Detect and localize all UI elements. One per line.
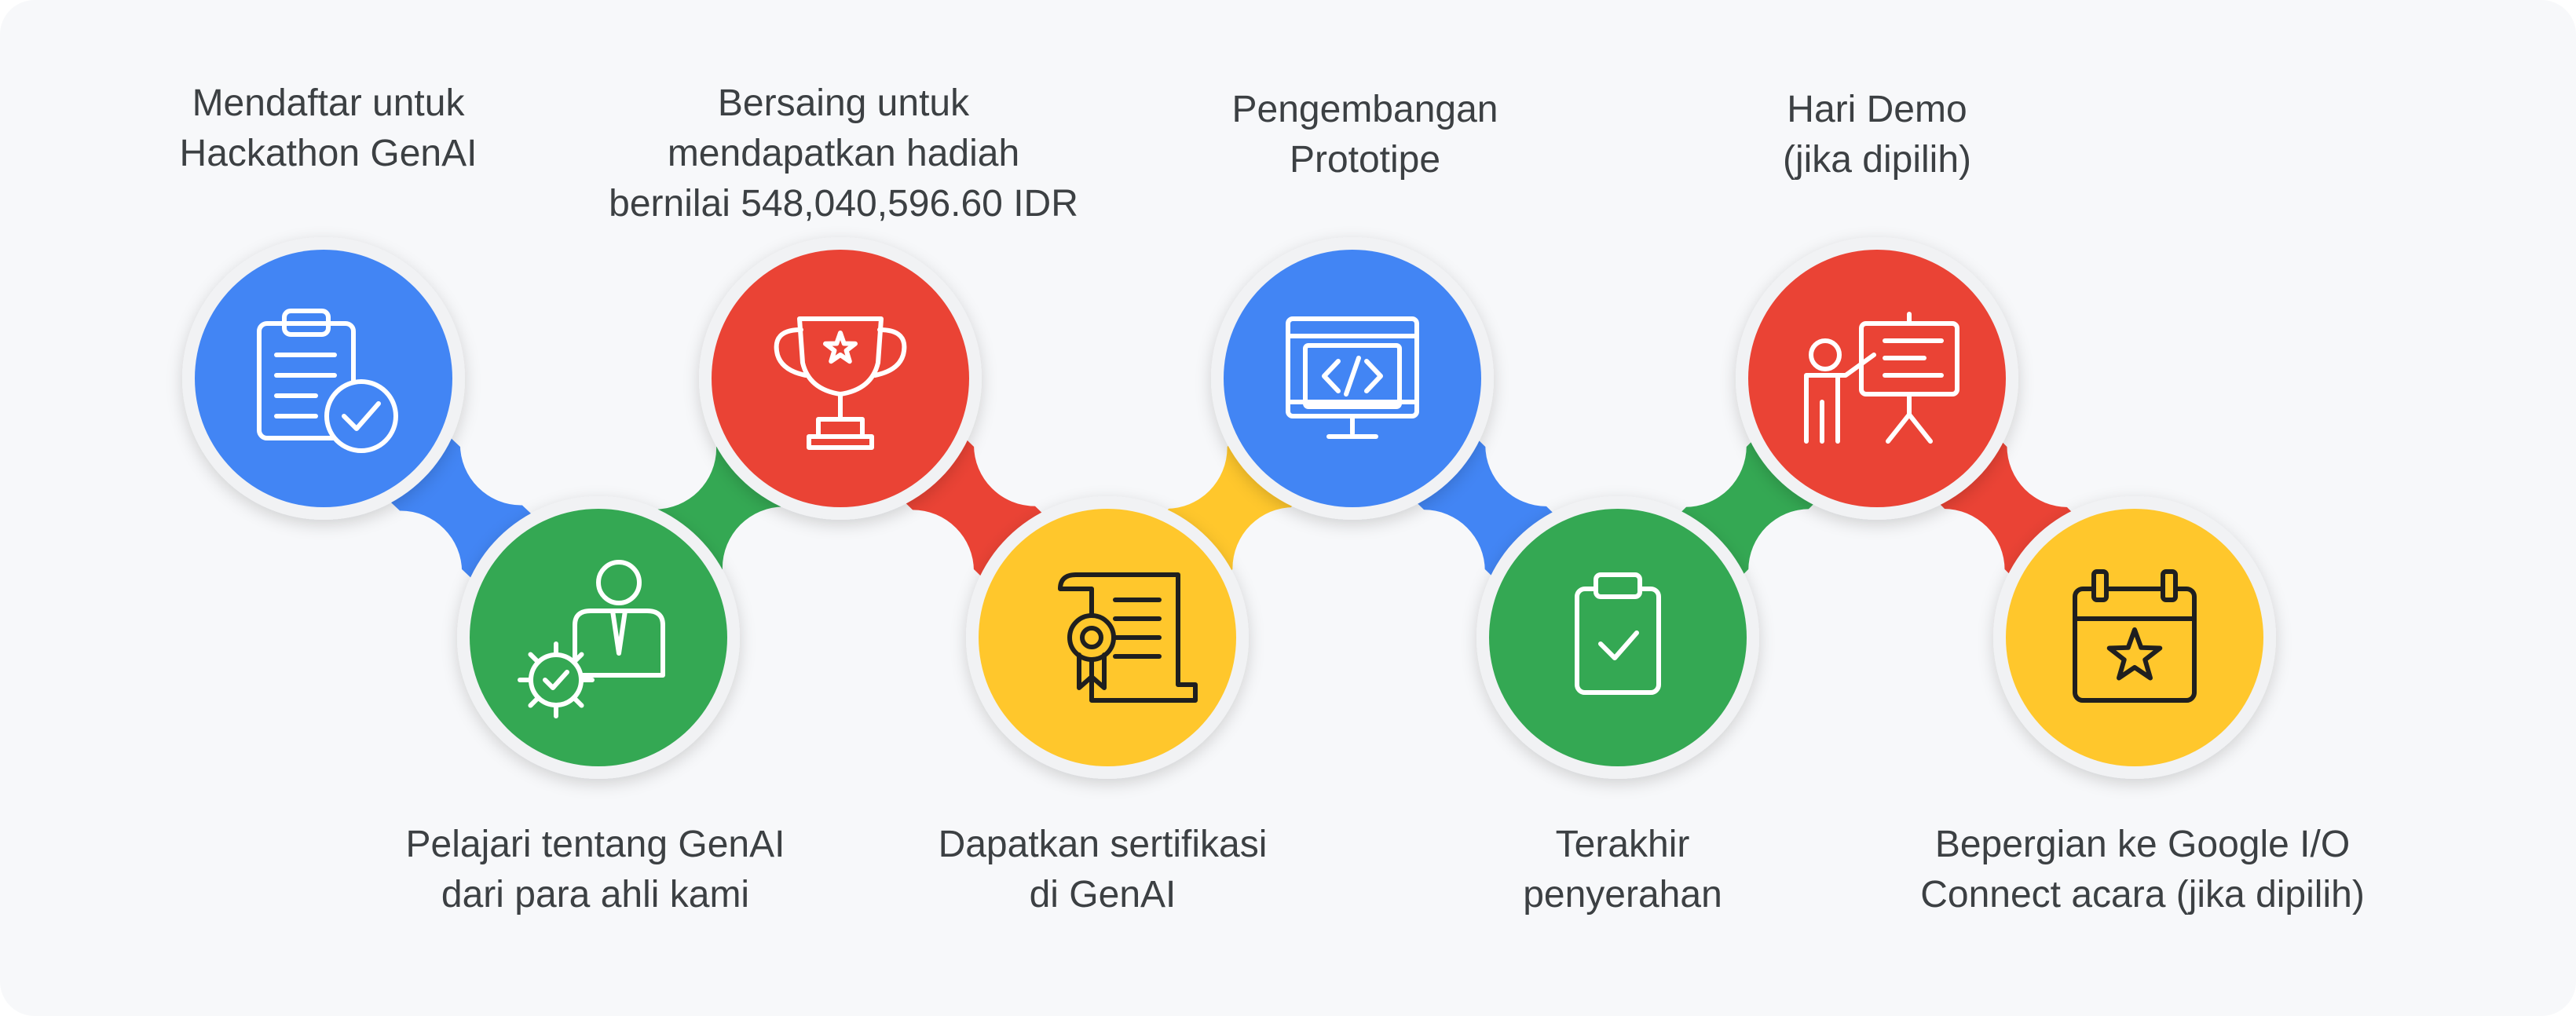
step-1-label: Mendaftar untuk Hackathon GenAI xyxy=(30,79,627,179)
step-5-node xyxy=(1211,237,1494,520)
step-2-label: Pelajari tentang GenAI dari para ahli ka… xyxy=(297,820,894,920)
connector-7-notch-a xyxy=(1882,508,2005,631)
step-3-label-line-3: bernilai 548,040,596.60 IDR xyxy=(609,183,1078,225)
connector-6-notch-b xyxy=(1623,384,1747,507)
certificate-icon xyxy=(1058,572,1198,703)
step-8-node xyxy=(1993,496,2276,779)
connector-3-notch-a xyxy=(851,510,974,633)
step-8-label-line-1: Bepergian ke Google I/O xyxy=(1934,824,2351,865)
connector-1-notch-b xyxy=(459,382,583,506)
connector-7-notch-b xyxy=(2007,385,2130,508)
connector-5-notch-b xyxy=(1485,383,1608,506)
step-4-node xyxy=(966,496,1249,779)
step-8-label-line-2: Connect acara (jika dipilih) xyxy=(1920,874,2365,915)
step-6-node xyxy=(1476,496,1759,779)
step-7-label: Hari Demo (jika dipilih) xyxy=(1579,85,2175,185)
step-3-node xyxy=(699,237,982,520)
step-5-label-line-1: Pengembangan xyxy=(1231,89,1498,130)
step-8-circle xyxy=(2006,509,2263,766)
calendar-star-icon xyxy=(2073,569,2197,703)
step-4-label-line-1: Dapatkan sertifikasi xyxy=(938,824,1268,865)
step-3-circle xyxy=(712,250,969,507)
step-6-label: Terakhir penyerahan xyxy=(1324,820,1921,920)
connector-2-notch-a xyxy=(722,506,845,630)
connector-5-notch-a xyxy=(1362,510,1485,633)
connector-3-notch-b xyxy=(974,383,1097,506)
step-3-label-line-1: Bersaing untuk xyxy=(717,82,970,124)
submission-clipboard-icon xyxy=(1575,572,1661,695)
presenter-icon xyxy=(1804,312,1959,444)
step-2-label-line-1: Pelajari tentang GenAI xyxy=(405,824,785,865)
step-5-label-line-2: Prototipe xyxy=(1289,139,1441,181)
step-1-label-line-1: Mendaftar untuk xyxy=(192,82,465,124)
expert-gear-icon xyxy=(518,560,665,718)
step-4-label: Dapatkan sertifikasi di GenAI xyxy=(804,820,1401,920)
clipboard-check-icon xyxy=(257,309,398,453)
trophy-icon xyxy=(774,316,907,450)
step-7-label-line-2: (jika dipilih) xyxy=(1782,139,1972,181)
connector-1-notch-a xyxy=(339,510,463,634)
step-4-label-line-2: di GenAI xyxy=(1029,874,1176,915)
step-7-node xyxy=(1736,237,2018,520)
step-2-label-line-2: dari para ahli kami xyxy=(441,874,750,915)
connector-2-notch-b xyxy=(594,386,717,510)
step-3-label: Bersaing untuk mendapatkan hadiah bernil… xyxy=(545,79,1142,229)
step-8-label: Bepergian ke Google I/O Connect acara (j… xyxy=(1844,820,2441,920)
step-2-circle xyxy=(470,509,727,766)
connector-4-notch-b xyxy=(1104,386,1228,510)
step-5-label: Pengembangan Prototipe xyxy=(1067,85,1663,185)
step-nodes xyxy=(182,237,2276,779)
connector-6-notch-a xyxy=(1748,509,1872,632)
step-7-label-line-1: Hari Demo xyxy=(1787,89,1967,130)
step-6-circle xyxy=(1489,509,1747,766)
step-6-label-line-2: penyerahan xyxy=(1523,874,1722,915)
step-3-label-line-2: mendapatkan hadiah xyxy=(667,133,1020,174)
step-1-node xyxy=(182,237,465,520)
step-1-label-line-2: Hackathon GenAI xyxy=(179,133,478,174)
code-monitor-icon xyxy=(1286,316,1419,439)
connector-4-notch-a xyxy=(1232,506,1356,630)
step-7-circle xyxy=(1748,250,2006,507)
step-2-node xyxy=(457,496,740,779)
step-6-label-line-1: Terakhir xyxy=(1555,824,1690,865)
step-1-circle xyxy=(195,250,452,507)
